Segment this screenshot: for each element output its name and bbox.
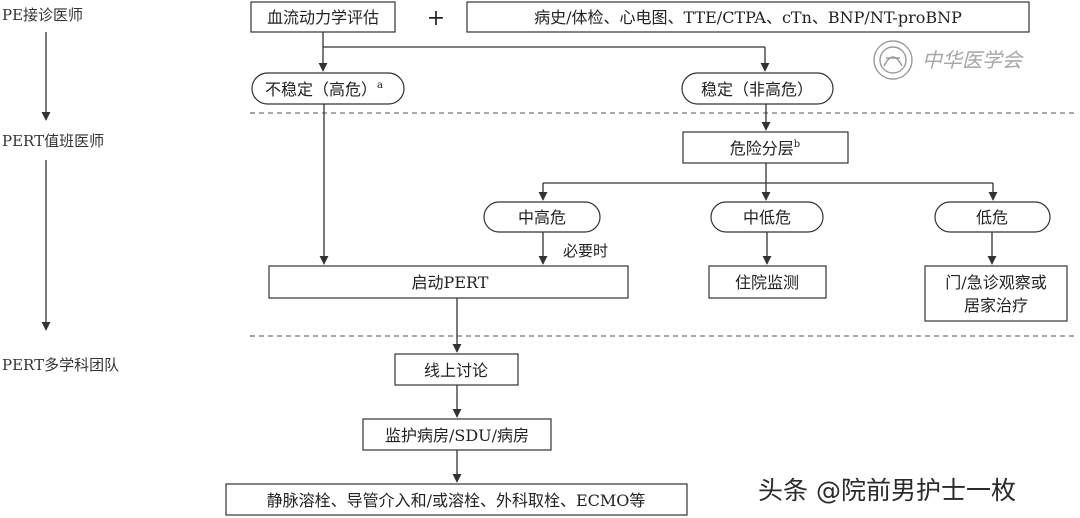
mid-high-label: 中高危	[518, 208, 566, 227]
role-pe-doctor: PE接诊医师	[2, 6, 83, 24]
treatments-box	[225, 483, 688, 516]
risk-strat-superscript: b	[794, 139, 800, 150]
if-needed-label: 必要时	[563, 242, 608, 260]
credit-text: 头条 @院前男护士一枚	[758, 476, 1016, 505]
hospital-monitor-label: 住院监测	[735, 273, 799, 292]
watermark-logo: 中华医学会	[873, 40, 1024, 80]
ward-label: 监护病房/SDU/病房	[385, 426, 529, 445]
unstable-superscript: a	[377, 80, 383, 91]
watermark-script: 中华医学会	[922, 48, 1024, 72]
hemo-eval-box	[250, 1, 396, 33]
watermark-seal-icon	[873, 40, 913, 80]
hospital-monitor-box	[708, 265, 827, 299]
risk-strat-box	[682, 131, 849, 164]
risk-strat-label: 危险分层b	[730, 139, 800, 158]
unstable-node	[251, 72, 405, 105]
start-pert-label: 启动PERT	[412, 273, 489, 292]
mid-high-node	[483, 201, 601, 233]
outpatient-box	[924, 265, 1068, 322]
online-discuss-label: 线上讨论	[424, 361, 488, 380]
tests-label: 病史/体检、心电图、TTE/CTPA、cTn、BNP/NT-proBNP	[534, 8, 962, 27]
unstable-label: 不稳定（高危）a	[265, 80, 383, 99]
tests-box	[466, 1, 1030, 33]
mid-low-label: 中低危	[743, 208, 791, 227]
plus-sign: +	[427, 6, 445, 31]
stable-label: 稳定（非高危）	[701, 80, 813, 99]
hemo-eval-label: 血流动力学评估	[267, 8, 379, 27]
treatments-label: 静脉溶栓、导管介入和/或溶栓、外科取栓、ECMO等	[267, 491, 646, 510]
role-pert-duty: PERT值班医师	[2, 132, 104, 150]
outpatient-label-line1: 门/急诊观察或	[945, 273, 1046, 292]
stable-node	[681, 72, 834, 105]
low-label: 低危	[976, 208, 1008, 227]
role-pert-team: PERT多学科团队	[2, 356, 119, 374]
start-pert-box	[268, 265, 629, 299]
outpatient-label-line2: 居家治疗	[964, 296, 1028, 315]
